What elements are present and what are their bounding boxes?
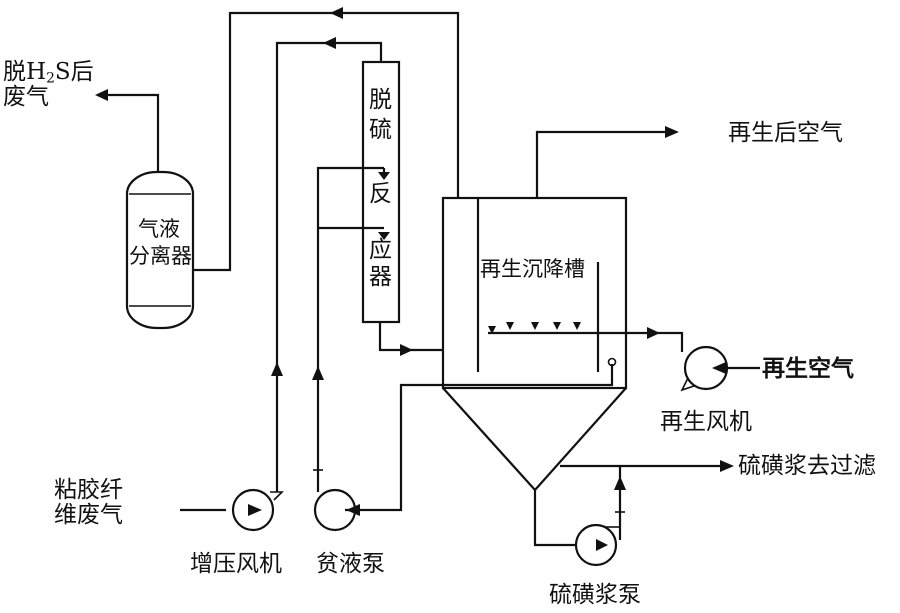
slurry-to-filter-arrow	[720, 460, 734, 472]
reactor-label-2: 反	[369, 181, 392, 207]
sparger-arrow	[647, 327, 660, 339]
lean-pump-return-line	[345, 364, 614, 512]
reactor-label-1: 硫	[369, 117, 392, 143]
gas-return-arrow	[330, 7, 343, 19]
booster-fan-housing	[270, 491, 284, 501]
reactor-outlet-line	[378, 322, 443, 352]
regen-air-out-arrow	[665, 126, 679, 138]
lean-solution-line	[316, 166, 384, 492]
reactor-label-3: 应	[369, 237, 392, 263]
sparger-nozzle-4	[553, 322, 561, 330]
exhaust-label: 脱H2S后 废气	[3, 59, 94, 111]
sparger-nozzle-1	[488, 326, 496, 334]
regeneration-settling-tank	[441, 196, 628, 390]
slurry-outlet-line	[533, 490, 576, 547]
slurry-out-label: 硫磺浆去过滤	[738, 453, 876, 479]
booster-top-arrow	[323, 37, 336, 49]
regen-air-in-arrow	[712, 362, 726, 374]
slurry-up-arrow	[614, 476, 626, 490]
gas-return-line	[193, 11, 460, 272]
lean-up-arrow	[312, 366, 324, 380]
reactor-outlet-arrow	[400, 344, 413, 356]
sparger-nozzle-5	[573, 322, 581, 330]
lean-pump-arrow	[346, 504, 360, 516]
lean-pump-label: 贫液泵	[316, 551, 385, 577]
slurry-pump-arrow	[596, 539, 608, 551]
lean-nozzle-bottom-arrow	[378, 232, 390, 240]
lean-return-nozzle	[607, 357, 617, 367]
inlet-gas-line2: 维废气	[54, 502, 123, 529]
separator-label-line2: 分离器	[129, 244, 192, 268]
separator-label-line1: 气液	[138, 217, 180, 241]
exhaust-label-sub: 2	[46, 70, 55, 87]
exhaust-label-line2: 废气	[3, 84, 49, 111]
tank-label: 再生沉降槽	[480, 257, 585, 281]
exhaust-arrow	[95, 89, 108, 101]
exhaust-label-suffix: S后	[54, 59, 94, 85]
booster-fan-body	[231, 488, 275, 532]
slurry-pump-label: 硫磺浆泵	[549, 582, 641, 608]
regen-air-out-line	[535, 130, 665, 198]
tank-cone	[442, 387, 627, 492]
slurry-pump-body	[574, 523, 618, 567]
booster-up-arrow	[271, 362, 283, 376]
reactor-label-0: 脱	[369, 87, 392, 113]
regen-air-in-label: 再生空气	[762, 355, 854, 382]
sparger-nozzle-3	[531, 322, 539, 330]
reactor-label-4: 器	[369, 264, 392, 290]
exhaust-label-prefix: 脱H	[3, 59, 47, 85]
regen-air-out-label: 再生后空气	[728, 120, 843, 146]
air-sparger-line	[488, 331, 684, 352]
lean-nozzle-top-arrow	[378, 172, 390, 180]
inlet-gas-label: 粘胶纤 维废气	[54, 477, 123, 529]
inlet-gas-line1: 粘胶纤	[54, 477, 123, 503]
exhaust-line	[105, 93, 160, 172]
gas-liquid-separator	[125, 170, 195, 330]
booster-gas-line	[275, 41, 383, 492]
regen-fan-housing	[680, 377, 695, 392]
sparger-nozzle-2	[506, 322, 514, 330]
inlet-gas-arrow	[248, 504, 262, 516]
regen-fan-label: 再生风机	[660, 409, 752, 435]
booster-fan-label: 增压风机	[190, 551, 282, 577]
